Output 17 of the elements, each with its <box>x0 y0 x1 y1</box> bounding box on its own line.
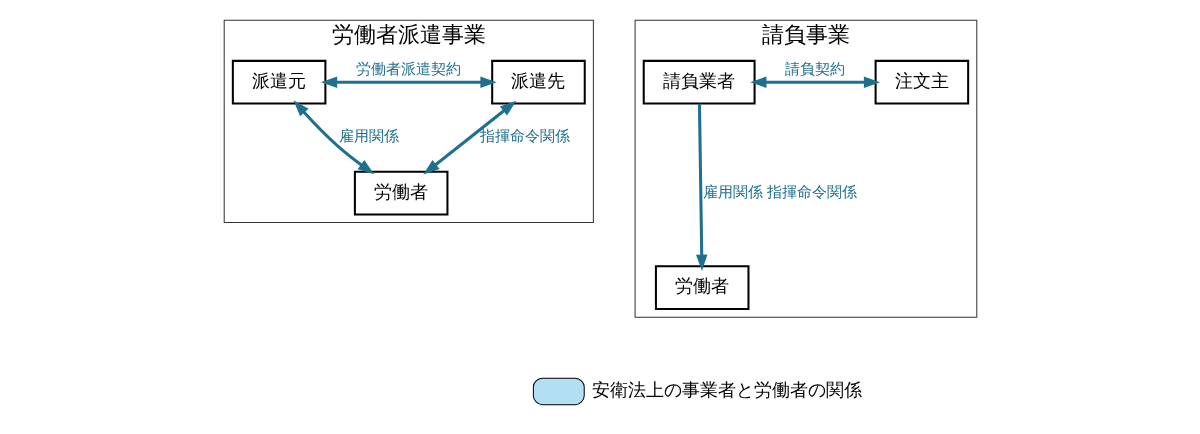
node-box: 請負業者 <box>642 59 756 105</box>
node-box: 労働者 <box>654 265 749 311</box>
edge-label: 請負契約 <box>784 60 845 79</box>
arrow <box>292 100 374 175</box>
edge-label: 労働者派遣契約 <box>355 60 461 79</box>
node-box: 労働者 <box>353 170 448 216</box>
arrow <box>422 100 516 175</box>
edge-label: 雇用関係 <box>338 127 399 146</box>
legend-label: 安衛法上の事業者と労働者の関係 <box>591 378 862 400</box>
arrow <box>749 76 880 88</box>
edge-label: 雇用関係 指揮命令関係 <box>702 182 857 201</box>
node-box: 派遣先 <box>490 59 586 105</box>
arrow <box>695 103 707 271</box>
node-box: 注文主 <box>874 59 969 105</box>
arrow <box>320 76 497 88</box>
node-box: 派遣元 <box>231 59 326 105</box>
edge-label: 指揮命令関係 <box>479 127 570 146</box>
